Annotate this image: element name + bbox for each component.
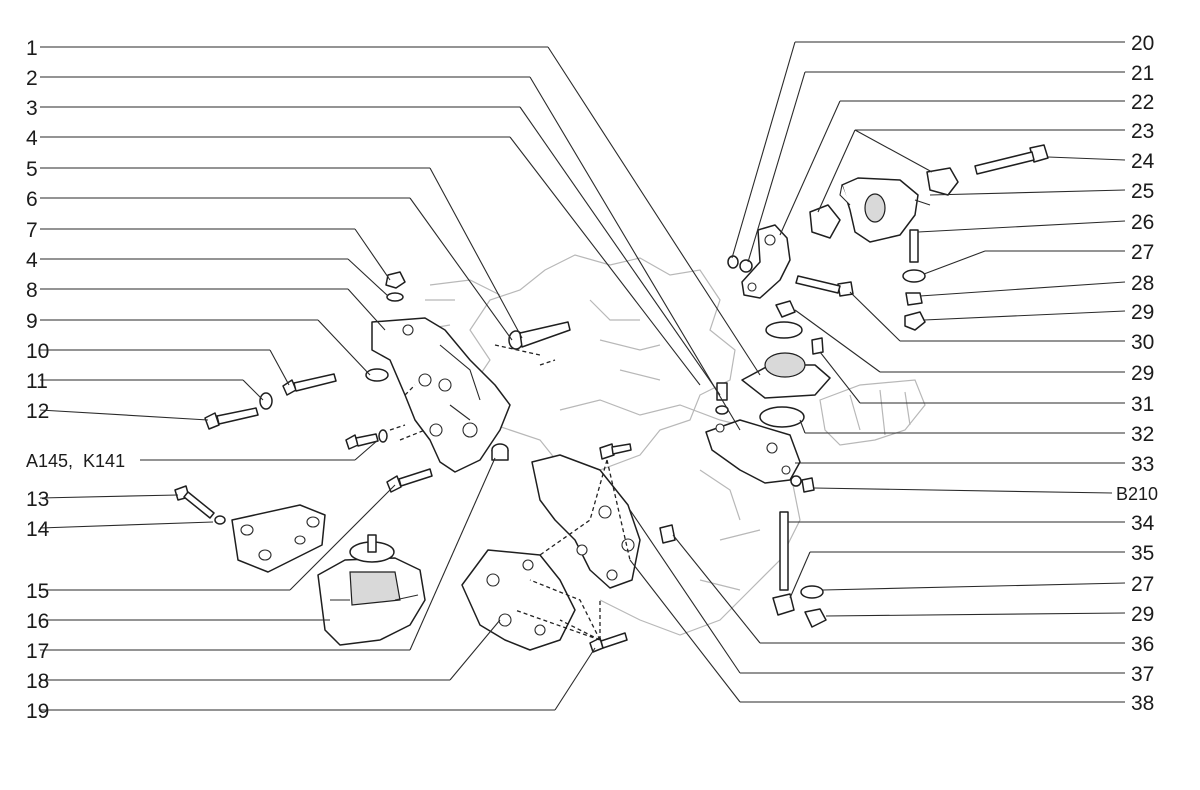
callout-29: 29: [1131, 301, 1154, 324]
bolt-19: [589, 632, 628, 653]
pad-22: [809, 204, 841, 239]
callout-35: 35: [1131, 542, 1154, 565]
callout-b210: B210: [1116, 484, 1158, 504]
plate-14: [231, 504, 326, 573]
spacer-36: [659, 524, 676, 544]
callout-2: 2: [26, 67, 38, 90]
bolt-13: [174, 485, 215, 519]
washer-b210: [790, 475, 802, 487]
callout-1: 1: [26, 37, 38, 60]
bolt-10: [282, 373, 337, 396]
callout-11: 11: [26, 370, 48, 393]
callout-36: 36: [1131, 633, 1154, 656]
callout-29b: 29: [1131, 362, 1154, 385]
callout-30: 30: [1131, 331, 1154, 354]
nut-29-mid: [775, 300, 796, 318]
nut-29-bottom: [804, 608, 827, 628]
engine-mount-31: [741, 352, 831, 399]
callout-7: 7: [26, 219, 38, 242]
callout-a145-k141: A145, K141: [26, 451, 125, 471]
callouts-left: 1 2 3 4 5 6 7 4 8 9 10 11 12 A145, K141 …: [26, 37, 761, 723]
callout-4: 4: [26, 127, 38, 150]
callout-16: 16: [26, 610, 49, 633]
callout-9: 9: [26, 310, 38, 333]
callout-21: 21: [1131, 62, 1154, 85]
callout-13: 13: [26, 488, 49, 511]
callout-12: 12: [26, 400, 49, 423]
washer-9: [365, 368, 389, 382]
callout-26: 26: [1131, 211, 1154, 234]
stud-34: [779, 511, 789, 591]
nut-29-top: [904, 311, 926, 331]
callout-27: 27: [1131, 241, 1154, 264]
callout-33: 33: [1131, 453, 1154, 476]
engine-block-outline: [419, 254, 926, 636]
callout-20: 20: [1131, 32, 1154, 55]
bolt-12: [204, 407, 259, 430]
stud-6: [508, 321, 571, 350]
bolt-15: [386, 468, 433, 493]
bolt-38: [599, 443, 632, 460]
callout-18: 18: [26, 670, 49, 693]
callout-4b: 4: [26, 249, 38, 272]
callout-8: 8: [26, 279, 38, 302]
washer-14: [214, 515, 226, 525]
callout-3: 3: [26, 97, 38, 120]
callout-31: 31: [1131, 393, 1154, 416]
washer-27: [902, 269, 926, 283]
callouts-right: 20 21 22 23 24 25 26 27 28 29 30 29 31 3…: [629, 32, 1158, 715]
washer-32: [759, 406, 805, 428]
callout-19: 19: [26, 700, 49, 723]
bolt-24: [974, 144, 1049, 175]
callout-34: 34: [1131, 512, 1155, 535]
callout-38: 38: [1131, 692, 1154, 715]
engine-mount-16: [317, 534, 426, 646]
callout-37: 37: [1131, 663, 1154, 686]
mount-25: [839, 177, 931, 243]
callout-27b: 27: [1131, 573, 1154, 596]
washer-27-bottom: [800, 585, 824, 599]
pad-23: [926, 167, 959, 196]
nut-35: [772, 593, 795, 616]
stud-26: [909, 229, 919, 263]
left-mount-bracket: [371, 317, 511, 473]
nut-b210: [801, 477, 815, 493]
callout-14: 14: [26, 518, 50, 541]
bolt-31-small: [811, 337, 824, 355]
callout-29c: 29: [1131, 603, 1154, 626]
washer-11: [259, 392, 273, 410]
callout-22: 22: [1131, 91, 1154, 114]
callout-17: 17: [26, 640, 49, 663]
spacer-17: [491, 443, 509, 461]
callout-6: 6: [26, 188, 38, 211]
bolt-a145: [345, 429, 388, 450]
bracket-18: [461, 549, 576, 651]
callout-15: 15: [26, 580, 49, 603]
washer-mount: [765, 321, 803, 339]
assembly-dashes: [389, 344, 631, 641]
callout-10: 10: [26, 340, 49, 363]
callout-23: 23: [1131, 120, 1154, 143]
nut-20: [727, 255, 753, 273]
callout-32: 32: [1131, 423, 1154, 446]
callout-5: 5: [26, 158, 38, 181]
callout-28: 28: [1131, 272, 1154, 295]
nut-7: [385, 271, 406, 302]
bolt-33-small: [716, 382, 728, 401]
nut-28: [905, 292, 923, 306]
callout-24: 24: [1131, 150, 1155, 173]
callout-25: 25: [1131, 180, 1154, 203]
bracket-33: [705, 419, 801, 484]
bolt-30: [795, 275, 854, 297]
